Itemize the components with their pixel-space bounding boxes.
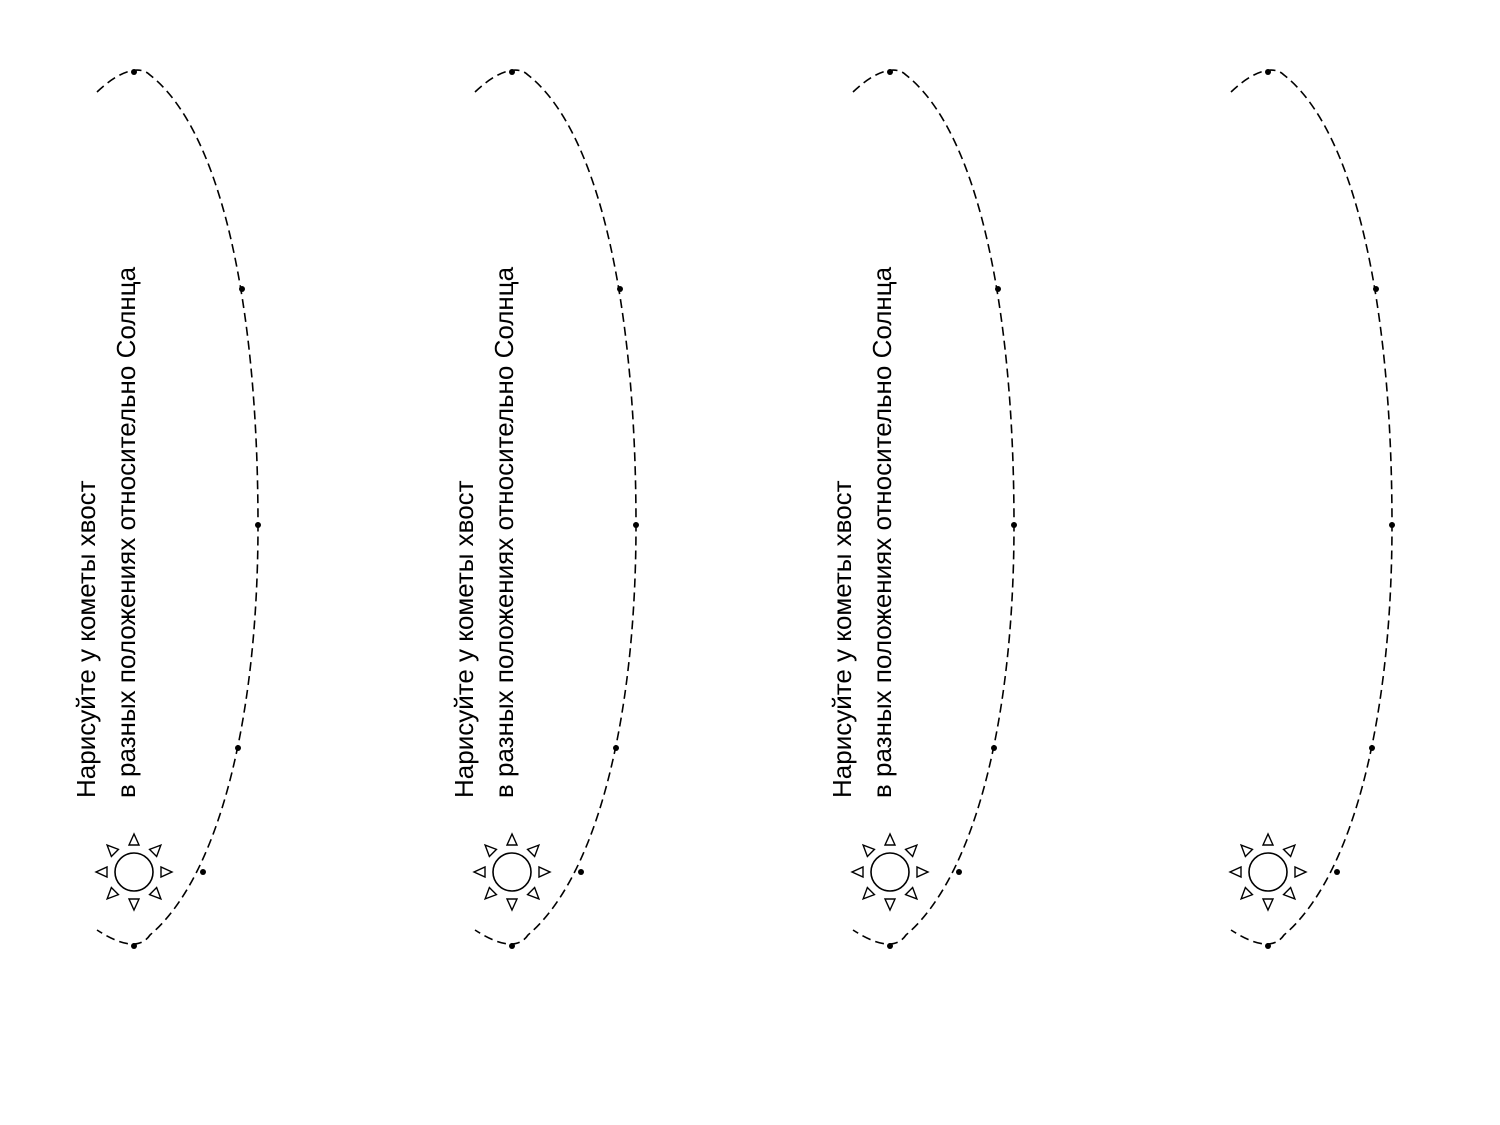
sun-ray xyxy=(883,832,897,846)
sun-ray xyxy=(160,865,174,879)
sun-icon xyxy=(850,832,930,912)
instruction-caption: Нарисуйте у кометы хвост в разных положе… xyxy=(822,78,906,798)
sun-ray xyxy=(472,865,486,879)
sun-ray xyxy=(127,898,141,912)
comet-panel-1: Нарисуйте у кометы хвост в разных положе… xyxy=(0,0,378,1125)
sun-ray xyxy=(1261,898,1275,912)
comet-panel-2: Нарисуйте у кометы хвост в разных положе… xyxy=(71,0,756,1125)
orbit-marker-3 xyxy=(1011,522,1017,528)
comet-panel-4: Нарисуйте у кометы хвост в разных положе… xyxy=(827,0,1500,1125)
orbit-markers xyxy=(1265,69,1395,949)
orbit-marker-6 xyxy=(509,943,515,949)
instruction-line-1: Нарисуйте у кометы хвост xyxy=(71,480,101,798)
orbit-markers xyxy=(887,69,1017,949)
orbit-markers xyxy=(509,69,639,949)
sun-icon xyxy=(94,832,174,912)
orbit-marker-4 xyxy=(613,745,619,751)
orbit-marker-6 xyxy=(887,943,893,949)
comet-panel-3: Нарисуйте у кометы хвост в разных положе… xyxy=(449,0,1134,1125)
sun-ray xyxy=(861,843,876,858)
instruction-line-2: в разных положениях относительно Солнца xyxy=(111,266,141,798)
orbit-marker-3 xyxy=(1389,522,1395,528)
sun-ray xyxy=(483,843,498,858)
sun-ray xyxy=(1239,843,1254,858)
sun-ray xyxy=(861,886,876,901)
orbit-marker-3 xyxy=(633,522,639,528)
sun-ray xyxy=(105,886,120,901)
orbit-marker-4 xyxy=(1369,745,1375,751)
sun-ray xyxy=(505,898,519,912)
sun-ray xyxy=(538,865,552,879)
sun-ray xyxy=(1282,843,1297,858)
orbit-marker-3 xyxy=(255,522,261,528)
orbit-path xyxy=(1230,69,1393,945)
instruction-line-2: в разных положениях относительно Солнца xyxy=(489,266,519,798)
sun-ray xyxy=(127,832,141,846)
sun-ray xyxy=(148,886,163,901)
instruction-caption: Нарисуйте у кометы хвост в разных положе… xyxy=(66,78,150,798)
sun-ray xyxy=(1294,865,1308,879)
sun-ray xyxy=(148,843,163,858)
comet-orbit-diagram xyxy=(850,69,1017,949)
instruction-line-1: Нарисуйте у кометы хвост xyxy=(827,480,857,798)
sun-ray xyxy=(1228,865,1242,879)
sun-ray xyxy=(526,886,541,901)
sun-ray xyxy=(505,832,519,846)
sun-ray xyxy=(1261,832,1275,846)
comet-orbit-diagram xyxy=(472,69,639,949)
orbit-marker-1 xyxy=(509,69,515,75)
orbit-marker-5 xyxy=(578,869,584,875)
sun-ray xyxy=(904,843,919,858)
sun-ray xyxy=(904,886,919,901)
orbit-marker-5 xyxy=(956,869,962,875)
sun-ray xyxy=(1282,886,1297,901)
instruction-line-2: в разных положениях относительно Солнца xyxy=(867,266,897,798)
sun-ray xyxy=(916,865,930,879)
sun-ray xyxy=(850,865,864,879)
orbit-marker-2 xyxy=(239,286,245,292)
sun-ray xyxy=(1239,886,1254,901)
sun-icon xyxy=(1228,832,1308,912)
instruction-caption: Нарисуйте у кометы хвост в разных положе… xyxy=(444,78,528,798)
orbit-marker-4 xyxy=(991,745,997,751)
orbit-marker-1 xyxy=(1265,69,1271,75)
orbit-marker-2 xyxy=(617,286,623,292)
orbit-marker-1 xyxy=(131,69,137,75)
comet-orbit-diagram xyxy=(1228,69,1395,949)
orbit-markers xyxy=(131,69,261,949)
sun-ray xyxy=(526,843,541,858)
orbit-marker-6 xyxy=(1265,943,1271,949)
orbit-marker-1 xyxy=(887,69,893,75)
sun-icon xyxy=(472,832,552,912)
sun-ray xyxy=(483,886,498,901)
orbit-marker-4 xyxy=(235,745,241,751)
sun-ray xyxy=(94,865,108,879)
orbit-marker-6 xyxy=(131,943,137,949)
comet-orbit-diagram xyxy=(94,69,261,949)
orbit-marker-5 xyxy=(1334,869,1340,875)
instruction-line-1: Нарисуйте у кометы хвост xyxy=(449,480,479,798)
orbit-marker-5 xyxy=(200,869,206,875)
sun-ray xyxy=(105,843,120,858)
orbit-marker-2 xyxy=(1373,286,1379,292)
orbit-marker-2 xyxy=(995,286,1001,292)
sun-ray xyxy=(883,898,897,912)
